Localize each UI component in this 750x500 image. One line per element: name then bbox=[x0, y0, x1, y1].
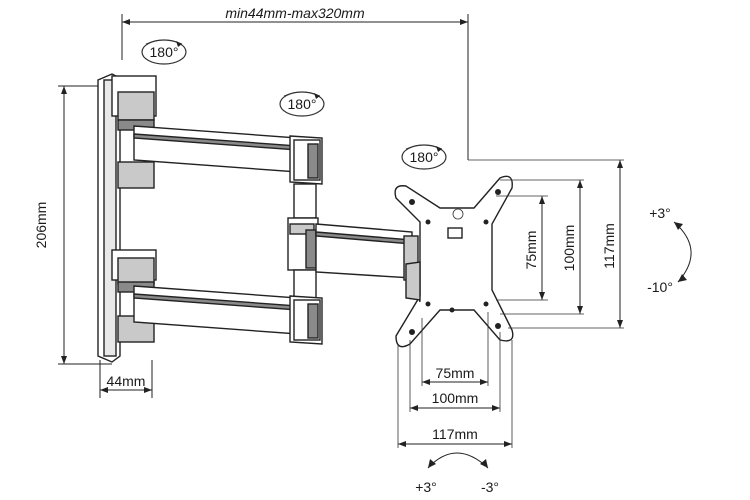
vesa-vertical-100-label: 100mm bbox=[561, 225, 577, 272]
rotation-head-label: 180° bbox=[410, 149, 439, 165]
rotation-mid-label: 180° bbox=[288, 96, 317, 112]
rotation-badge-mid: 180° bbox=[279, 91, 325, 117]
wall-height-dimension: 206mm bbox=[33, 85, 112, 365]
outer-arm bbox=[315, 223, 419, 281]
wall-depth-label: 44mm bbox=[107, 373, 146, 389]
rotation-wall-label: 180° bbox=[150, 44, 179, 60]
vesa-vertical-117-label: 117mm bbox=[601, 223, 617, 269]
middle-joint bbox=[287, 183, 319, 299]
vesa-horizontal-75-label: 75mm bbox=[436, 365, 475, 381]
rotation-badge-head: 180° bbox=[401, 144, 447, 170]
vesa-horizontal-117-label: 117mm bbox=[432, 426, 478, 442]
wall-height-label: 206mm bbox=[33, 202, 49, 249]
vesa-plate bbox=[394, 175, 514, 348]
vesa-vertical-75-label: 75mm bbox=[523, 231, 539, 270]
tilt-up-label: +3° bbox=[649, 205, 671, 221]
swivel-right-label: -3° bbox=[481, 479, 499, 495]
wall-plate bbox=[97, 73, 157, 363]
vesa-horizontal-dimensions: 75mm 100mm 117mm bbox=[397, 312, 513, 448]
vesa-horizontal-100-label: 100mm bbox=[432, 390, 479, 406]
rotation-badge-wall: 180° bbox=[141, 39, 187, 65]
tilt-indicator: +3° -10° bbox=[647, 205, 692, 295]
arm-extension-label: min44mm-max320mm bbox=[225, 5, 365, 21]
vesa-vertical-dimensions: 75mm 100mm 117mm bbox=[468, 159, 624, 329]
swivel-left-label: +3° bbox=[415, 479, 437, 495]
lower-arm bbox=[133, 285, 323, 345]
wall-depth-dimension: 44mm bbox=[99, 360, 153, 398]
tilt-down-label: -10° bbox=[647, 279, 673, 295]
swivel-indicator: +3° -3° bbox=[415, 452, 499, 495]
upper-arm bbox=[133, 125, 323, 185]
arm-extension-dimension: min44mm-max320mm bbox=[121, 5, 469, 160]
